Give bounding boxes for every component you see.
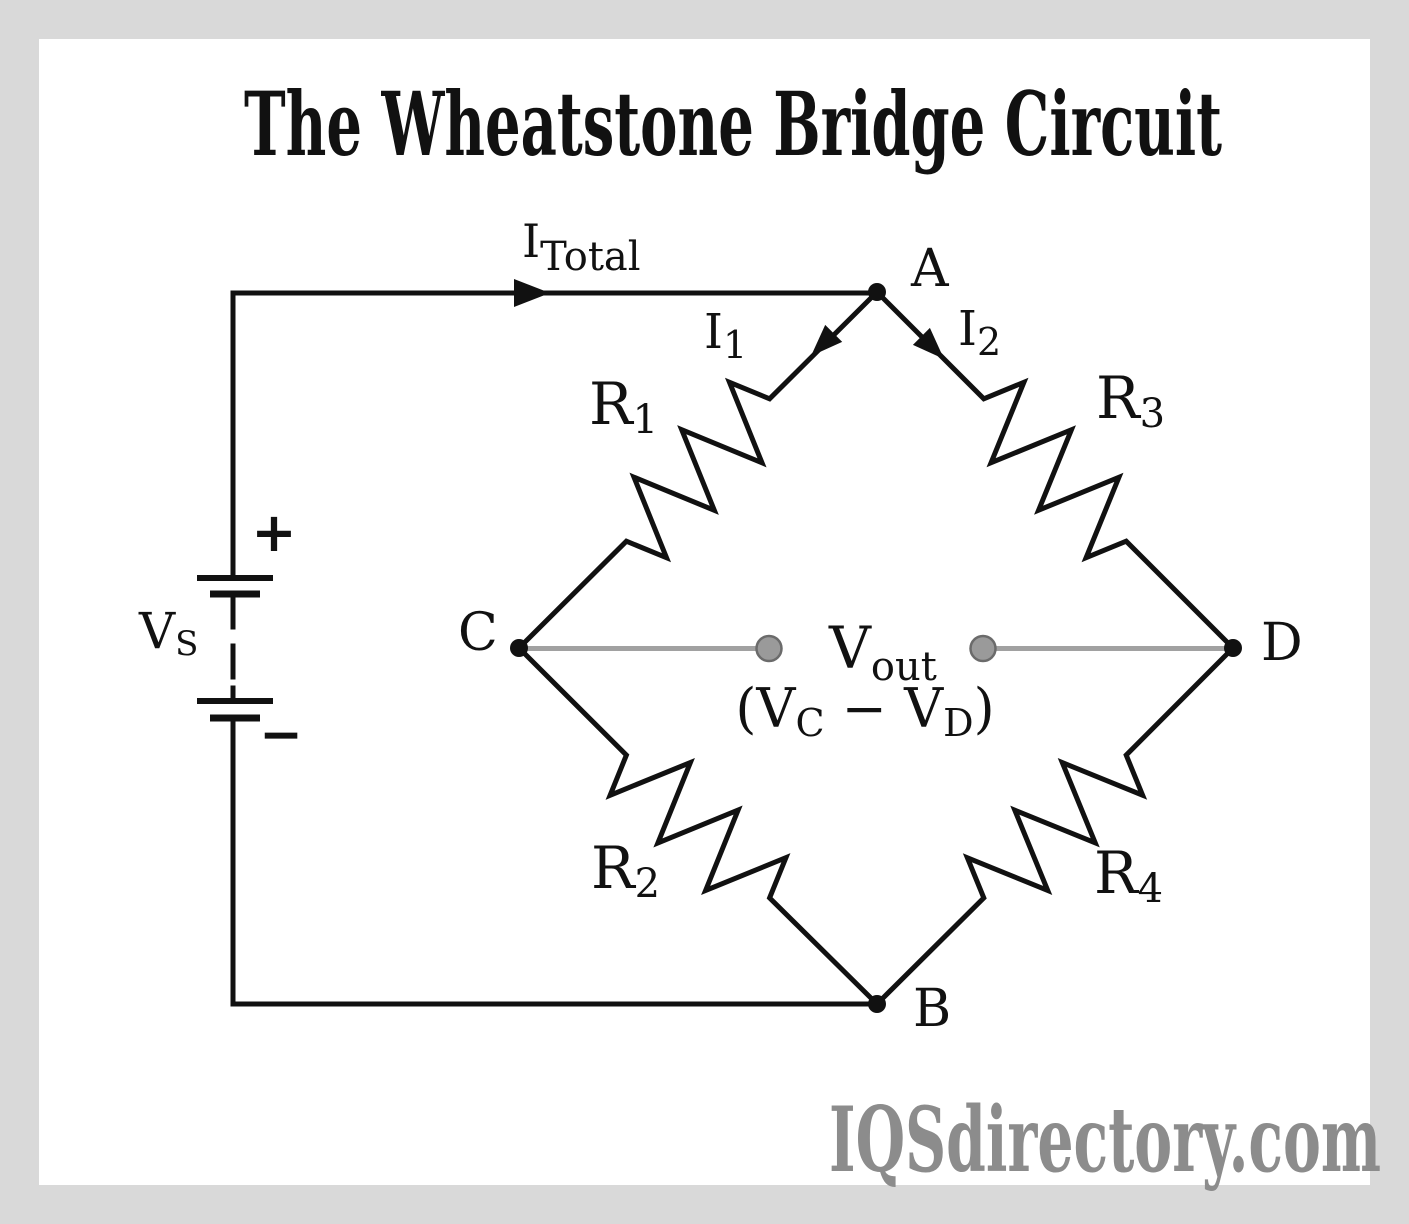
node-c-dot	[510, 639, 528, 657]
vout-formula: (VC − VD)	[735, 677, 994, 745]
current-arrow-i1	[811, 324, 843, 356]
vout-terminal-right	[969, 634, 997, 663]
node-b-dot	[868, 995, 886, 1013]
resistor-r1	[517, 290, 879, 650]
battery-minus-sign: −	[259, 705, 303, 765]
node-b-label: B	[913, 979, 951, 1039]
page-title: The Wheatstone Bridge Circuit	[244, 72, 1222, 176]
resistor-r2	[517, 646, 879, 1006]
source-vs-label: VS	[138, 602, 198, 664]
resistor-r3-label: R3	[1096, 364, 1165, 437]
node-c-label: C	[458, 603, 498, 663]
node-d-dot	[1224, 639, 1242, 657]
current-itotal-label: ITotal	[522, 214, 641, 280]
current-i2-label: I2	[958, 301, 1001, 364]
wire-top-left	[230, 290, 880, 578]
current-arrow-i2	[912, 327, 944, 359]
current-i1-label: I1	[704, 304, 747, 367]
resistor-r2-label: R2	[591, 834, 660, 907]
node-d-label: D	[1261, 613, 1303, 673]
resistor-r4-label: R4	[1094, 839, 1163, 912]
battery-symbol	[197, 575, 273, 722]
wire-bottom-left	[230, 715, 880, 1007]
current-arrow-itotal	[514, 279, 550, 307]
node-a-dot	[868, 283, 886, 301]
vout-label: Vout	[828, 614, 937, 690]
vout-terminal-left	[755, 634, 783, 663]
resistor-r1-label: R1	[589, 370, 658, 443]
resistor-r4	[875, 646, 1235, 1006]
battery-plus-sign: +	[251, 501, 296, 564]
diagram-canvas	[39, 39, 1370, 1185]
node-a-label: A	[910, 239, 950, 299]
resistor-r3	[875, 290, 1235, 650]
watermark: IQSdirectory.com	[829, 1087, 1381, 1193]
